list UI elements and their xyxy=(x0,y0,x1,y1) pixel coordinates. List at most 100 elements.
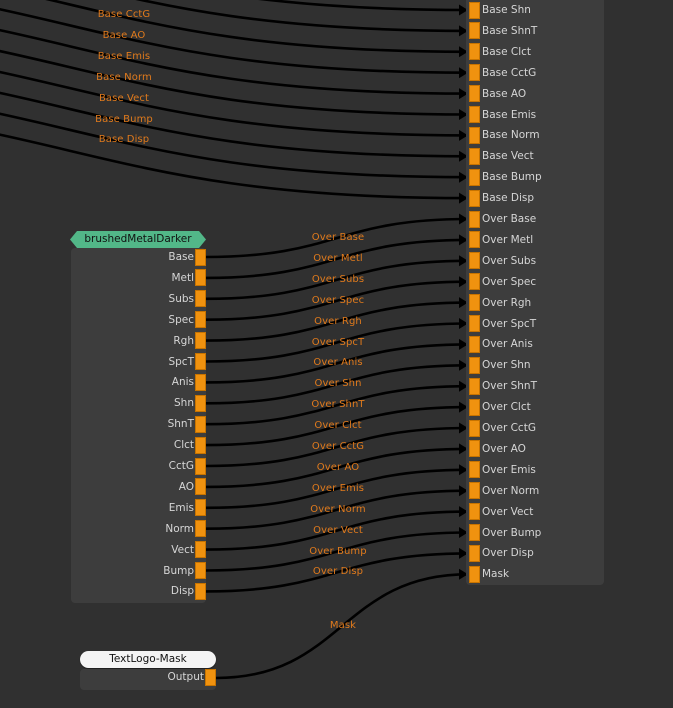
blend-input-port-over-norm[interactable] xyxy=(469,482,480,500)
material-output-port-spct[interactable] xyxy=(195,353,206,370)
material-output-label: Subs xyxy=(168,292,194,305)
material-output-port-shnt[interactable] xyxy=(195,415,206,433)
material-output-port-vect[interactable] xyxy=(195,541,206,559)
blend-input-port-base-emis[interactable] xyxy=(469,106,480,123)
wire-label: Over Metl xyxy=(313,252,363,264)
material-output-port-shn[interactable] xyxy=(195,394,206,412)
wire-label: Over Spec xyxy=(311,294,365,306)
blend-input-label: Over Disp xyxy=(482,547,534,560)
blend-input-label: Over Bump xyxy=(482,526,542,539)
material-output-label: Rgh xyxy=(173,334,194,347)
wire[interactable] xyxy=(0,20,469,116)
blend-input-port-base-shn[interactable] xyxy=(469,1,480,19)
material-output-port-cctg[interactable] xyxy=(195,457,206,475)
blend-input-port-over-spec[interactable] xyxy=(469,273,480,291)
blend-input-label: Base Emis xyxy=(482,108,537,121)
blend-input-label: Base Shn xyxy=(482,4,531,16)
blend-input-port-over-base[interactable] xyxy=(469,210,480,228)
mask-node-output-label: Output xyxy=(167,671,204,683)
material-output-port-clct[interactable] xyxy=(195,436,206,454)
blend-input-port-base-clct[interactable] xyxy=(469,43,480,61)
wire-label: Over Base xyxy=(311,232,365,243)
wire-label: Over Subs xyxy=(311,273,365,285)
blend-input-port-over-vect[interactable] xyxy=(469,503,480,521)
material-node[interactable] xyxy=(71,248,206,603)
blend-input-port-base-ao[interactable] xyxy=(469,85,480,103)
wire-label: Over SpcT xyxy=(311,336,365,348)
material-output-port-norm[interactable] xyxy=(195,520,206,538)
blend-input-port-base-vect[interactable] xyxy=(469,147,480,165)
material-output-port-rgh[interactable] xyxy=(195,332,206,350)
blend-input-label: Over Metl xyxy=(482,233,534,246)
blend-input-port-base-shnt[interactable] xyxy=(469,22,480,40)
wire-label: Base Disp xyxy=(98,134,150,146)
blend-input-label: Base Norm xyxy=(482,129,540,142)
blend-node[interactable] xyxy=(466,0,604,585)
blend-input-label: Over SpcT xyxy=(482,317,537,330)
material-output-port-spec[interactable] xyxy=(195,311,206,329)
wire[interactable] xyxy=(0,103,469,200)
blend-input-port-base-norm[interactable] xyxy=(469,126,480,144)
blend-input-label: Over Clct xyxy=(482,401,531,414)
blend-input-port-over-clct[interactable] xyxy=(469,398,480,416)
blend-input-port-over-anis[interactable] xyxy=(469,335,480,353)
material-output-port-base[interactable] xyxy=(195,248,206,266)
blend-input-port-over-shnt[interactable] xyxy=(469,377,480,395)
mask-node-header[interactable]: TextLogo-Mask xyxy=(80,651,216,668)
blend-input-port-mask[interactable] xyxy=(469,565,480,583)
blend-input-port-over-bump[interactable] xyxy=(469,524,480,541)
material-output-port-emis[interactable] xyxy=(195,499,206,517)
blend-input-port-over-metl[interactable] xyxy=(469,231,480,249)
wire-label: Base Bump xyxy=(95,113,153,125)
blend-input-label: Over Shn xyxy=(482,359,531,372)
blend-input-label: Over Anis xyxy=(482,338,533,351)
wire[interactable] xyxy=(0,82,469,179)
blend-input-port-over-emis[interactable] xyxy=(469,461,480,479)
blend-input-port-over-shn[interactable] xyxy=(469,356,480,374)
wire[interactable] xyxy=(0,0,469,95)
wire-label: Over Shn xyxy=(314,378,362,390)
material-output-port-ao[interactable] xyxy=(195,478,206,496)
material-output-port-metl[interactable] xyxy=(195,269,206,287)
wire[interactable] xyxy=(0,0,469,33)
material-output-label: Emis xyxy=(168,501,194,514)
blend-input-label: Over CctG xyxy=(482,422,536,434)
material-output-label: Vect xyxy=(171,543,194,556)
wire[interactable] xyxy=(0,40,469,137)
mask-node-output-port[interactable] xyxy=(205,669,216,686)
wire-label: Base Norm xyxy=(96,71,152,83)
material-output-port-anis[interactable] xyxy=(195,373,206,391)
wire[interactable] xyxy=(0,0,469,54)
wire-label: Over Vect xyxy=(313,524,363,536)
blend-input-label: Base CctG xyxy=(482,66,537,79)
blend-input-port-over-spct[interactable] xyxy=(469,315,480,332)
material-output-label: Anis xyxy=(171,376,194,389)
wire-label: Mask xyxy=(329,620,357,631)
blend-input-port-over-disp[interactable] xyxy=(469,544,480,562)
blend-input-label: Base Disp xyxy=(482,192,535,205)
wire-label: Over Anis xyxy=(313,357,363,369)
wire[interactable] xyxy=(0,61,469,158)
blend-input-port-base-bump[interactable] xyxy=(469,168,480,186)
material-output-port-bump[interactable] xyxy=(195,562,206,579)
material-node-header[interactable]: brushedMetalDarker xyxy=(70,231,206,248)
blend-input-label: Over Vect xyxy=(482,505,534,518)
blend-input-label: Over Emis xyxy=(482,463,536,476)
blend-input-port-over-rgh[interactable] xyxy=(469,294,480,312)
material-output-label: Spec xyxy=(168,313,194,326)
wire-label: Base Vect xyxy=(98,92,150,104)
material-output-port-disp[interactable] xyxy=(195,582,206,600)
wire[interactable] xyxy=(0,0,469,74)
blend-input-port-over-ao[interactable] xyxy=(469,440,480,458)
wire-label: Over AO xyxy=(316,461,360,473)
wire[interactable] xyxy=(0,0,469,12)
blend-input-port-over-subs[interactable] xyxy=(469,252,480,270)
blend-input-label: Over Base xyxy=(482,213,537,225)
blend-input-label: Base ShnT xyxy=(482,24,538,37)
material-output-port-subs[interactable] xyxy=(195,290,206,308)
blend-input-port-base-cctg[interactable] xyxy=(469,64,480,82)
mask-node[interactable] xyxy=(80,669,216,690)
blend-input-port-base-disp[interactable] xyxy=(469,189,480,207)
blend-input-port-over-cctg[interactable] xyxy=(469,419,480,437)
blend-input-label: Mask xyxy=(482,568,510,581)
